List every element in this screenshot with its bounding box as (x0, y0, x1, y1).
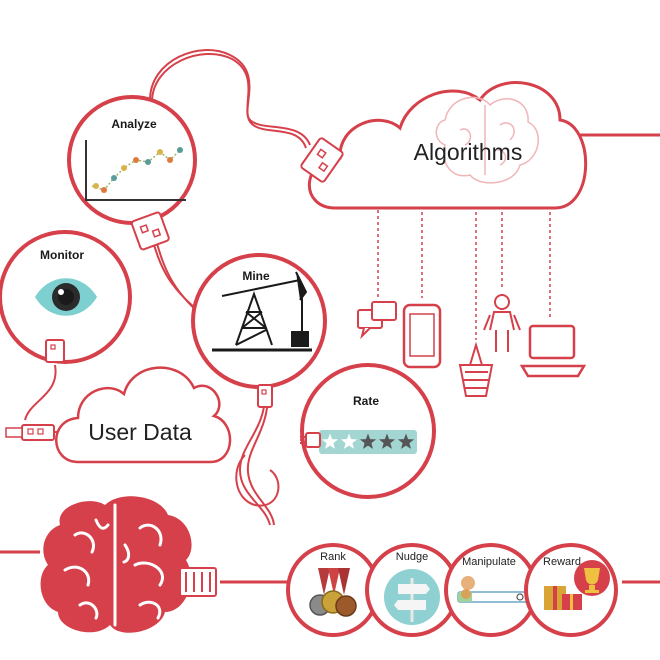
mine-label: Mine (242, 269, 270, 283)
laptop-icon (519, 324, 587, 378)
eye-icon (35, 278, 97, 316)
mine-node: Mine (191, 253, 327, 408)
analyze-node: Analyze (67, 95, 197, 251)
manipulate-label: Manipulate (462, 556, 516, 568)
analyze-label: Analyze (111, 117, 157, 131)
user-data-label: User Data (88, 419, 192, 445)
step-reward: Reward (524, 543, 618, 637)
usb-plug-icon (179, 567, 217, 597)
star-rating-icon (319, 430, 417, 454)
usb-plug-icon (5, 424, 55, 441)
gift-icon (544, 586, 582, 610)
brain-icon (40, 496, 192, 633)
plug-icon (300, 432, 321, 448)
usb-plug-icon (45, 339, 65, 363)
step-rank: Rank (286, 543, 380, 637)
cloud-icon (55, 366, 232, 464)
rate-node: Rate (300, 363, 436, 499)
usb-plug-icon (130, 211, 170, 251)
user-data-cloud: User Data (5, 366, 232, 464)
nudge-label: Nudge (396, 551, 428, 563)
usb-plug-icon (300, 137, 344, 183)
algorithms-cloud: Algorithms (307, 81, 588, 210)
phone-icon (402, 303, 442, 369)
star-icon (340, 433, 358, 449)
person-icon (483, 294, 521, 352)
chart-icon (85, 140, 186, 201)
basket-icon (458, 341, 494, 397)
oil-pump-icon (212, 271, 312, 352)
star-icon (359, 433, 377, 449)
rate-label: Rate (353, 394, 379, 408)
monitor-node: Monitor (0, 230, 132, 364)
step-nudge: Nudge (365, 543, 459, 637)
reward-label: Reward (543, 556, 581, 568)
rank-label: Rank (320, 551, 346, 563)
algorithms-label: Algorithms (414, 139, 523, 165)
hanging-chains (377, 210, 551, 340)
trophy-icon (574, 560, 610, 596)
step-manipulate: Manipulate (444, 543, 538, 637)
star-icon (378, 433, 396, 449)
star-icon (321, 433, 339, 449)
slider-icon (457, 576, 529, 603)
brain-sketch-icon (435, 96, 539, 184)
star-icon (397, 433, 415, 449)
chat-icon (357, 301, 397, 340)
usb-plug-icon (257, 384, 273, 408)
monitor-label: Monitor (40, 248, 84, 262)
medals-icon (309, 568, 357, 617)
signpost-icon (384, 569, 440, 625)
